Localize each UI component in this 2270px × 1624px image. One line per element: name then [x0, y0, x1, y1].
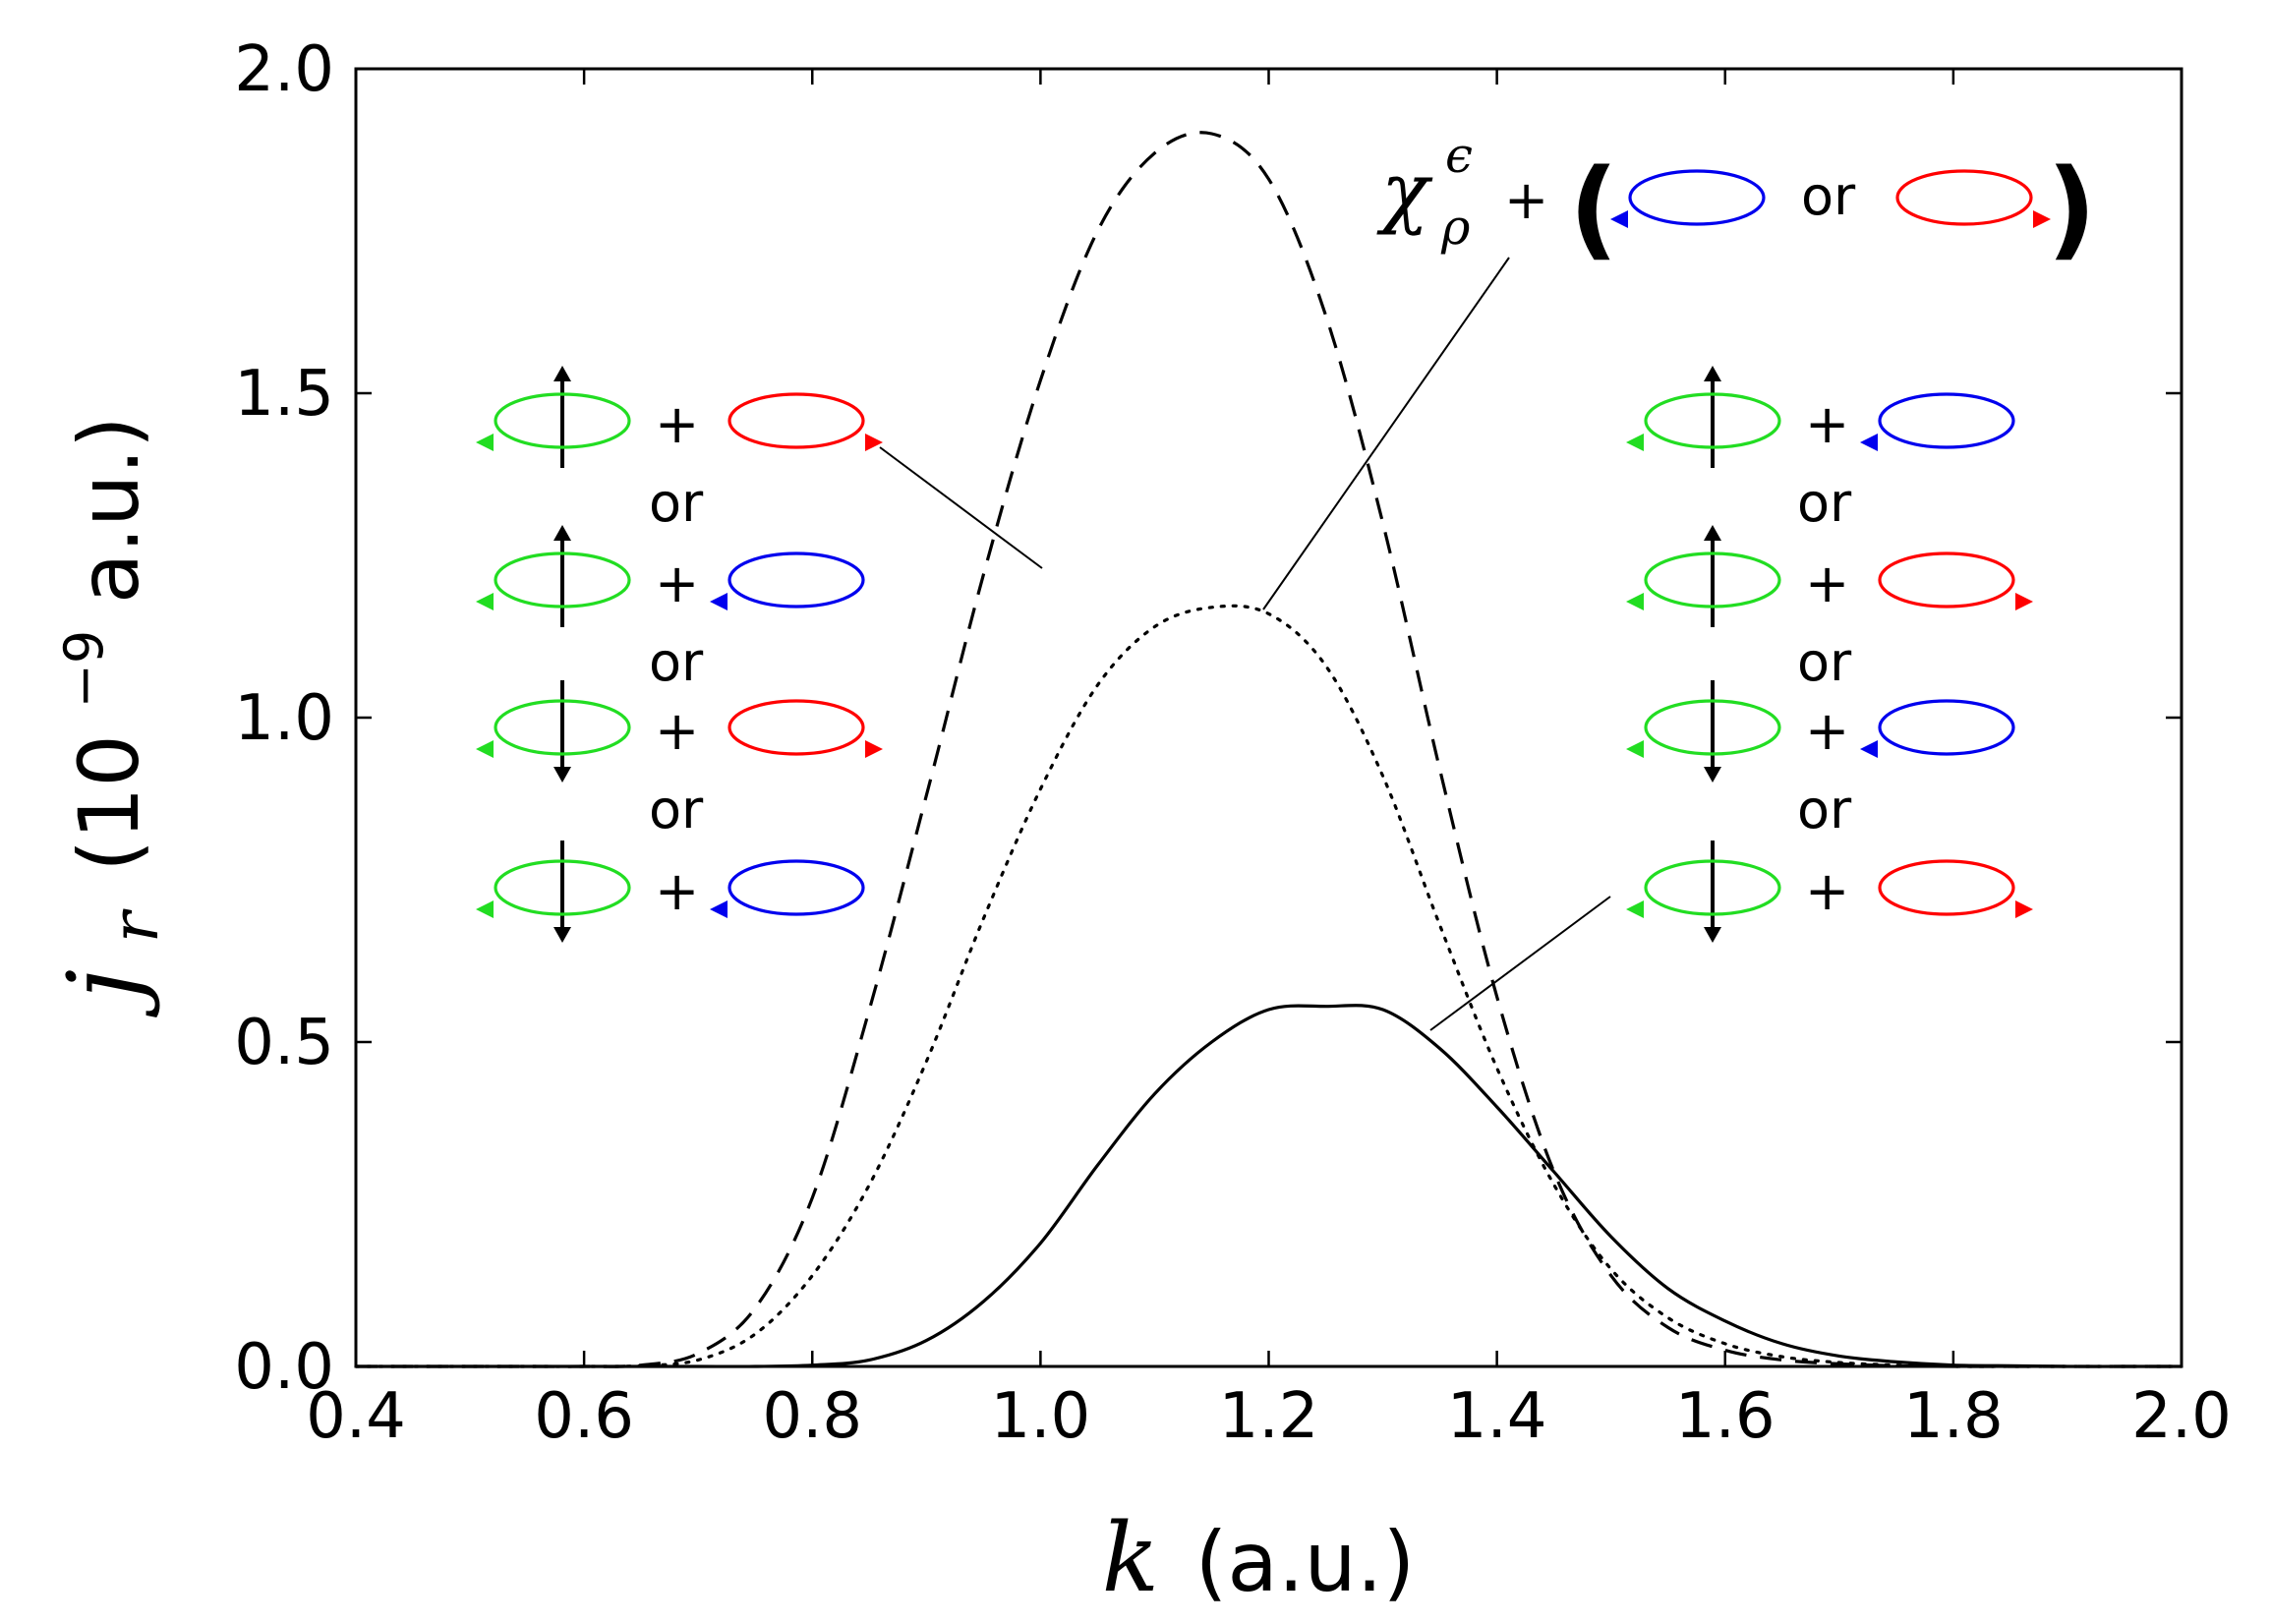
- y-axis-symbol: j: [46, 969, 161, 1018]
- y-tick-label: 1.0: [234, 682, 334, 755]
- right-annotation-group: + or + or + or +: [1626, 366, 2033, 943]
- leader-line-solid: [1429, 896, 1611, 1031]
- y-tick-label: 2.0: [234, 33, 334, 106]
- plus-sign: +: [1805, 552, 1849, 614]
- y-axis-exponent: −9: [53, 630, 115, 709]
- x-axis-unit: (a.u.): [1195, 1514, 1416, 1610]
- plus-sign: +: [1805, 393, 1849, 455]
- orbit-blue-icon: [1610, 169, 1766, 228]
- orbit-green-icon: [1626, 699, 1781, 758]
- y-axis-prefix: (10: [61, 734, 157, 872]
- plus-sign: +: [655, 860, 699, 922]
- series-solid-line: [356, 1004, 2182, 1368]
- chi-symbol: χ: [1376, 145, 1433, 237]
- or-label: or: [1797, 631, 1852, 693]
- orbit-blue-icon: [710, 859, 865, 918]
- leader-line-dotted: [1262, 257, 1510, 610]
- spin-up-icon: [1626, 366, 1781, 468]
- orbit-green-icon: [476, 859, 631, 918]
- plus-sign: +: [1805, 700, 1849, 762]
- orbit-red-icon: [1878, 551, 2033, 610]
- left-annotation-group: + or + or + or +: [476, 366, 883, 943]
- x-tick-label: 0.6: [534, 1380, 634, 1453]
- or-label: or: [649, 631, 704, 693]
- orbit-red-icon: [1895, 169, 2051, 228]
- plus-sign: +: [1805, 860, 1849, 922]
- chi-superscript: ϵ: [1445, 127, 1473, 184]
- y-axis-label: j r (10 −9 a.u.): [26, 416, 177, 1018]
- orbit-red-icon: [728, 699, 883, 758]
- x-tick-label: 1.4: [1447, 1380, 1547, 1453]
- series-dotted-line: [354, 604, 2183, 1368]
- orbit-blue-icon: [1860, 392, 2015, 451]
- orbit-red-icon: [1878, 859, 2033, 918]
- x-axis-symbol: k: [1102, 1503, 1159, 1613]
- spin-up-icon: [476, 525, 631, 627]
- y-axis-unit: a.u.): [61, 416, 157, 604]
- orbit-green-icon: [1626, 551, 1781, 610]
- x-tick-label: 0.4: [306, 1380, 406, 1453]
- x-tick-label: 2.0: [2131, 1380, 2232, 1453]
- orbit-green-icon: [1626, 392, 1781, 451]
- or-label: or: [1797, 779, 1852, 841]
- plus-sign: +: [1504, 169, 1548, 231]
- spin-down-icon: [476, 680, 631, 783]
- leader-line-dashed: [879, 446, 1043, 569]
- y-tick-label: 1.5: [234, 358, 334, 431]
- or-label: or: [1797, 472, 1852, 534]
- spin-down-icon: [1626, 841, 1781, 943]
- ticks: 0.4 0.6 0.8 1.0 1.2 1.4 1.6 1.8 2.0 0.0 0.5 1.0 1.5 2…: [234, 33, 2232, 1453]
- orbit-green-icon: [476, 392, 631, 451]
- or-label: or: [649, 779, 704, 841]
- curves: [354, 131, 2183, 1368]
- orbit-blue-icon: [710, 551, 865, 610]
- orbit-green-icon: [476, 699, 631, 758]
- plot-border: [354, 67, 2183, 1368]
- leader-lines: [879, 257, 1611, 1031]
- x-tick-label: 0.8: [762, 1380, 862, 1453]
- plus-sign: +: [655, 552, 699, 614]
- y-axis-subscript: r: [97, 908, 173, 943]
- or-label: or: [649, 472, 704, 534]
- plus-sign: +: [655, 393, 699, 455]
- chi-subscript: ρ: [1440, 199, 1471, 256]
- orbit-red-icon: [728, 392, 883, 451]
- x-tick-label: 1.6: [1675, 1380, 1775, 1453]
- or-label: or: [1801, 165, 1856, 227]
- plus-sign: +: [655, 700, 699, 762]
- spin-up-icon: [476, 366, 631, 468]
- x-axis-label: k (a.u.): [1102, 1503, 1416, 1613]
- spin-down-icon: [1626, 680, 1781, 783]
- paren-close: ): [2047, 145, 2096, 271]
- svg-text:k (a.u.): k (a.u.): [1102, 1503, 1416, 1613]
- y-tick-label: 0.5: [234, 1007, 334, 1079]
- series-dashed-line: [356, 131, 2182, 1368]
- plot-frame: [354, 67, 2183, 1368]
- paren-open: (: [1569, 145, 1618, 271]
- orbit-blue-icon: [1860, 699, 2015, 758]
- y-tick-label: 0.0: [234, 1331, 334, 1404]
- x-tick-label: 1.2: [1219, 1380, 1319, 1453]
- x-tick-label: 1.0: [990, 1380, 1090, 1453]
- orbit-green-icon: [476, 551, 631, 610]
- svg-text:j r (10 −9: j r (10 −9 a.u.): [26, 416, 177, 1018]
- x-tick-label: 1.8: [1903, 1380, 2004, 1453]
- orbit-green-icon: [1626, 859, 1781, 918]
- spin-down-icon: [476, 841, 631, 943]
- spin-up-icon: [1626, 525, 1781, 627]
